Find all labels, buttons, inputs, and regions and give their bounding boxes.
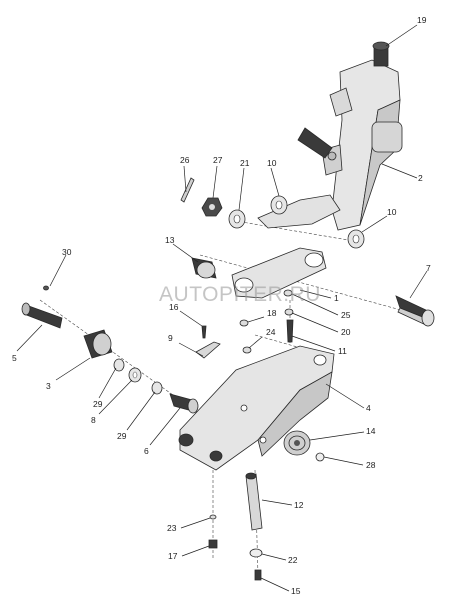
small-hardware-upper (180, 177, 365, 249)
column-housing-part-2 (257, 59, 403, 231)
callout-label: 12 (294, 500, 304, 510)
callout-leaders (16, 24, 428, 592)
callout-label: 17 (168, 551, 178, 561)
callout-label: 29 (117, 431, 127, 441)
callout-labels: 19 2 26 27 21 10 10 13 7 30 1 25 16 18 2… (12, 15, 431, 596)
callout-label: 10 (267, 158, 277, 168)
callout-label: 3 (46, 381, 51, 391)
callout-label: 6 (144, 446, 149, 456)
callout-label: 30 (62, 247, 72, 257)
callout-label: 27 (213, 155, 223, 165)
callout-label: 10 (387, 207, 397, 217)
callout-label: 8 (91, 415, 96, 425)
bracket-part-1 (231, 247, 327, 299)
callout-label: 1 (334, 293, 339, 303)
callout-label: 7 (426, 263, 431, 273)
callout-label: 22 (288, 555, 298, 565)
callout-label: 26 (180, 155, 190, 165)
pin-part-7 (395, 295, 435, 327)
callout-label: 20 (341, 327, 351, 337)
callout-label: 19 (417, 15, 427, 25)
top-stud-part-19 (372, 41, 390, 67)
small-hardware-middle (195, 289, 294, 359)
callout-label: 21 (240, 158, 250, 168)
callout-label: 24 (266, 327, 276, 337)
callout-label: 29 (93, 399, 103, 409)
rod-and-lower-hardware (208, 472, 263, 581)
callout-label: 9 (168, 333, 173, 343)
spring-part-14 (283, 430, 325, 462)
base-housing-part-4 (178, 345, 335, 471)
callout-label: 4 (366, 403, 371, 413)
callout-label: 13 (165, 235, 175, 245)
callout-label: 25 (341, 310, 351, 320)
callout-label: 23 (167, 523, 177, 533)
callout-label: 14 (366, 426, 376, 436)
callout-label: 11 (338, 346, 347, 356)
callout-label: 28 (366, 460, 376, 470)
callout-label: 16 (169, 302, 179, 312)
bushing-part-13 (191, 257, 217, 279)
pin-part-5 (21, 285, 63, 329)
callout-label: 18 (267, 308, 277, 318)
callout-label: 5 (12, 353, 17, 363)
washers-29-8 (113, 358, 163, 395)
sleeve-part-3 (83, 329, 113, 359)
callout-label: 15 (291, 586, 301, 596)
callout-label: 2 (418, 173, 423, 183)
pin-part-6 (169, 393, 199, 414)
